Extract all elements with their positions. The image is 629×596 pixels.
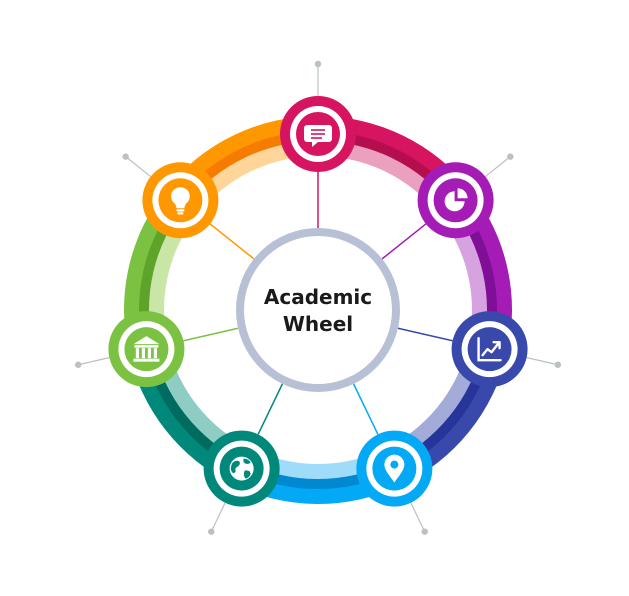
connector-dot bbox=[122, 153, 129, 160]
spoke-line bbox=[257, 383, 284, 435]
spoke-line bbox=[183, 327, 239, 342]
center-title-line1: Academic bbox=[264, 285, 372, 309]
line-chart-icon bbox=[477, 336, 502, 362]
wheel-node bbox=[356, 430, 433, 507]
bank-icon bbox=[133, 336, 160, 362]
node-inner-circle bbox=[124, 327, 169, 372]
spoke-line bbox=[397, 327, 453, 342]
location-pin-icon bbox=[384, 454, 405, 483]
connector-line bbox=[526, 357, 558, 366]
connector-dot bbox=[314, 60, 322, 68]
ring-inner-band bbox=[243, 448, 392, 479]
ring-outer-band bbox=[124, 187, 181, 354]
wheel-node bbox=[108, 311, 185, 388]
connector-dot bbox=[208, 528, 215, 535]
wheel-node bbox=[280, 96, 356, 172]
chat-icon bbox=[304, 125, 332, 147]
ring-inner-band bbox=[438, 204, 487, 350]
ring-inner-band bbox=[148, 203, 199, 348]
connector-line bbox=[484, 156, 511, 178]
pie-chart-icon bbox=[444, 188, 468, 212]
connector-dot bbox=[554, 361, 562, 368]
ring-segment bbox=[232, 448, 403, 504]
globe-icon bbox=[229, 456, 254, 481]
connector-layer bbox=[74, 60, 562, 535]
center-ring bbox=[236, 228, 400, 392]
ring-inner-band bbox=[185, 141, 320, 214]
spoke-layer bbox=[183, 172, 453, 435]
spoke-line bbox=[381, 223, 427, 260]
wheel-node bbox=[451, 311, 528, 388]
center-title-line2: Wheel bbox=[283, 312, 353, 336]
ring-outer-band bbox=[232, 469, 403, 504]
ring-inner-band bbox=[318, 141, 452, 216]
connector-line bbox=[410, 502, 426, 532]
connector-dot bbox=[74, 361, 82, 368]
spoke-line bbox=[209, 223, 255, 260]
wheel-node bbox=[417, 162, 494, 239]
ring-middle-band bbox=[238, 460, 396, 489]
wheel-node bbox=[142, 162, 219, 239]
wheel-node bbox=[203, 430, 280, 507]
connector-line bbox=[210, 502, 226, 532]
spoke-line bbox=[352, 383, 379, 435]
center-hub: Academic Wheel bbox=[236, 228, 400, 392]
connector-dot bbox=[507, 153, 514, 160]
connector-dot bbox=[421, 528, 428, 535]
node-layer bbox=[108, 96, 528, 507]
lightbulb-icon bbox=[171, 187, 190, 215]
connector-line bbox=[125, 156, 152, 178]
connector-line bbox=[78, 357, 110, 366]
